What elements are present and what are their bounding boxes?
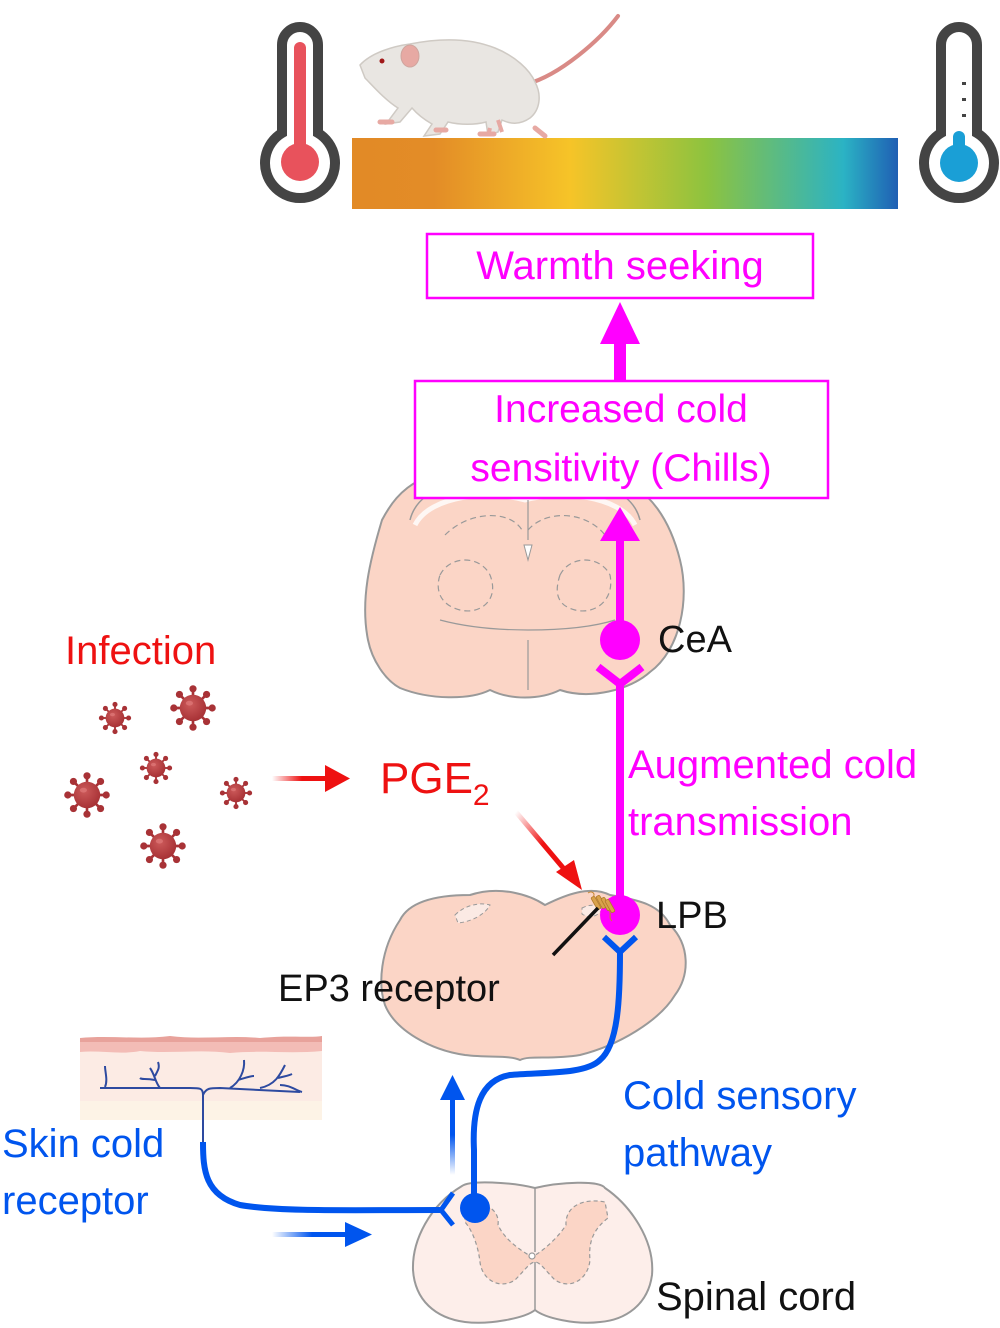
warmth-seeking-box: Warmth seeking xyxy=(425,232,815,300)
pge2-to-ep3-arrow xyxy=(514,810,582,890)
spinal-neuron xyxy=(460,1193,490,1223)
virus-icon xyxy=(218,775,254,811)
virus-icon xyxy=(62,770,112,820)
virus-icon xyxy=(97,700,133,736)
blue-arrow-up xyxy=(440,1075,465,1175)
pge2-label: PGE2 xyxy=(380,754,490,812)
skin-cold-receptor-label-line1: Skin cold xyxy=(2,1122,164,1166)
augmented-cold-pathway xyxy=(595,507,645,935)
augmented-cold-label-line2: transmission xyxy=(628,800,853,844)
spinal-cord-label: Spinal cord xyxy=(656,1275,856,1319)
lpb-label: LPB xyxy=(656,895,728,937)
cold-thermometer-icon xyxy=(919,22,999,203)
increased-cold-label-line2: sensitivity (Chills) xyxy=(470,447,771,490)
ep3-receptor-icon xyxy=(587,891,616,922)
arrow-to-warmth-seeking xyxy=(600,302,640,382)
blue-arrow-right xyxy=(272,1222,372,1247)
increased-cold-sensitivity-box: Increased cold sensitivity (Chills) xyxy=(413,379,830,500)
virus-cluster xyxy=(62,683,254,871)
mouse-illustration xyxy=(359,14,620,139)
cea-label: CeA xyxy=(658,619,733,661)
spinal-cord-section-illustration xyxy=(411,1181,654,1324)
warmth-seeking-label: Warmth seeking xyxy=(476,244,764,288)
skin-cold-receptor-label-line2: receptor xyxy=(2,1179,149,1223)
brain-coronal-section-illustration xyxy=(364,479,685,699)
ep3-receptor-pointer-line xyxy=(551,906,600,957)
temperature-gradient-bar xyxy=(352,138,898,209)
virus-icon xyxy=(168,683,218,733)
augmented-cold-label-line1: Augmented cold xyxy=(628,743,917,787)
cea-neuron xyxy=(600,620,640,660)
skin-cross-section-illustration xyxy=(80,1036,322,1142)
cold-sensory-pathway-label-line2: pathway xyxy=(623,1131,772,1175)
cold-sensory-pathway-label-line1: Cold sensory xyxy=(623,1074,856,1118)
ep3-receptor-label: EP3 receptor xyxy=(278,968,500,1010)
virus-icon xyxy=(138,750,174,786)
increased-cold-label-line1: Increased cold xyxy=(494,388,748,431)
infection-label: Infection xyxy=(65,629,216,673)
cold-sensory-pathway xyxy=(200,934,639,1227)
virus-icon xyxy=(138,821,188,871)
hot-thermometer-icon xyxy=(260,22,340,203)
infection-to-pge2-arrow xyxy=(272,765,350,792)
